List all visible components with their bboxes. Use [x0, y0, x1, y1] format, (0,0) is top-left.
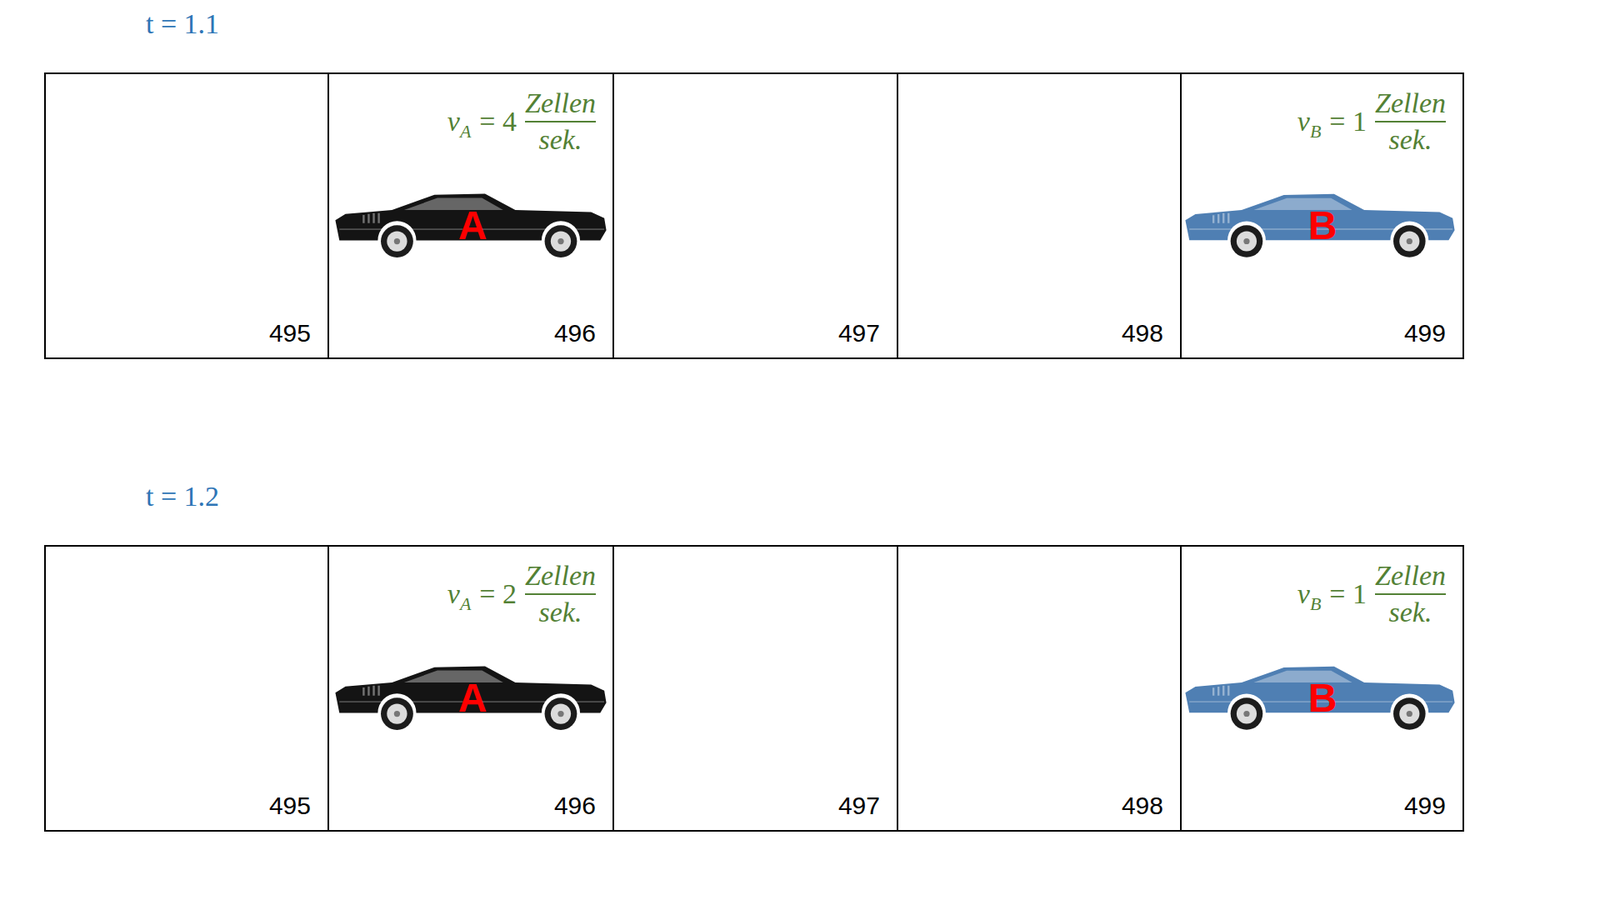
cell-number: 498 [1121, 319, 1164, 347]
unit-denominator: sek. [539, 596, 583, 629]
cell-number: 495 [269, 319, 311, 347]
cell-number-box: 496 [554, 791, 596, 820]
velocity-symbol: vB [1297, 578, 1322, 610]
cell-number-box: 496 [554, 319, 596, 348]
cell-number: 499 [1404, 791, 1446, 820]
velocity-unit: Zellen sek. [525, 87, 596, 156]
cell-number-box: 498 [1121, 791, 1164, 820]
velocity-subscript: B [1310, 593, 1321, 615]
cell-number: 498 [1121, 791, 1164, 820]
velocity-subscript: A [460, 593, 471, 615]
fraction-line [1375, 593, 1446, 595]
car-b [1185, 666, 1455, 730]
car-letter: A [458, 675, 488, 721]
car-letter: A [458, 202, 488, 249]
car-a [335, 194, 606, 258]
velocity-value: = 1 [1329, 105, 1367, 138]
cell-number-box: 498 [1121, 319, 1164, 348]
unit-denominator: sek. [1389, 124, 1433, 156]
velocity-subscript: B [1310, 120, 1321, 142]
velocity-symbol: vA [447, 578, 472, 610]
cell-number-box: 499 [1404, 319, 1446, 348]
velocity-subscript: A [460, 120, 471, 142]
cell-number: 496 [554, 791, 596, 820]
velocity-formula: vB= 1Zellen sek. [1297, 87, 1446, 156]
road-cell: 497 [612, 72, 899, 360]
cell-number: 499 [1404, 319, 1446, 347]
fraction-line [1375, 120, 1446, 123]
car-letter: B [1308, 675, 1338, 721]
cell-number-box: 495 [269, 791, 311, 820]
car-a [335, 666, 606, 730]
road-cell: 495 [44, 72, 330, 360]
velocity-formula: vB= 1Zellen sek. [1297, 560, 1446, 629]
road-cell: 498 [896, 72, 1182, 360]
cell-number-box: 497 [838, 791, 880, 820]
car-letter: B [1308, 202, 1338, 249]
unit-denominator: sek. [539, 124, 583, 156]
fraction-line [525, 593, 596, 595]
cell-number: 496 [554, 319, 596, 347]
velocity-unit: Zellen sek. [1375, 87, 1446, 156]
cell-number: 495 [269, 791, 311, 820]
velocity-unit: Zellen sek. [1375, 560, 1446, 629]
velocity-symbol: vB [1297, 105, 1322, 138]
unit-numerator: Zellen [525, 87, 596, 120]
road-cell: 497 [612, 545, 899, 832]
time-label: t = 1.1 [145, 8, 220, 40]
unit-denominator: sek. [1389, 596, 1433, 629]
velocity-formula: vA= 4Zellen sek. [447, 87, 596, 156]
velocity-value: = 4 [479, 105, 517, 138]
unit-numerator: Zellen [1375, 87, 1446, 120]
velocity-value: = 1 [1329, 578, 1367, 610]
velocity-symbol: vA [447, 105, 472, 138]
cell-number-box: 497 [838, 319, 880, 348]
road-cell: 495 [44, 545, 330, 832]
unit-numerator: Zellen [1375, 560, 1446, 592]
cell-number: 497 [838, 791, 880, 820]
velocity-value: = 2 [479, 578, 517, 610]
time-label: t = 1.2 [145, 480, 220, 513]
unit-numerator: Zellen [525, 560, 596, 592]
road-cell: 498 [896, 545, 1182, 832]
velocity-formula: vA= 2Zellen sek. [447, 560, 596, 629]
cell-number-box: 495 [269, 319, 311, 348]
car-b [1185, 194, 1455, 258]
cell-number-box: 499 [1404, 791, 1446, 820]
fraction-line [525, 120, 596, 123]
cell-number: 497 [838, 319, 880, 347]
velocity-unit: Zellen sek. [525, 560, 596, 629]
